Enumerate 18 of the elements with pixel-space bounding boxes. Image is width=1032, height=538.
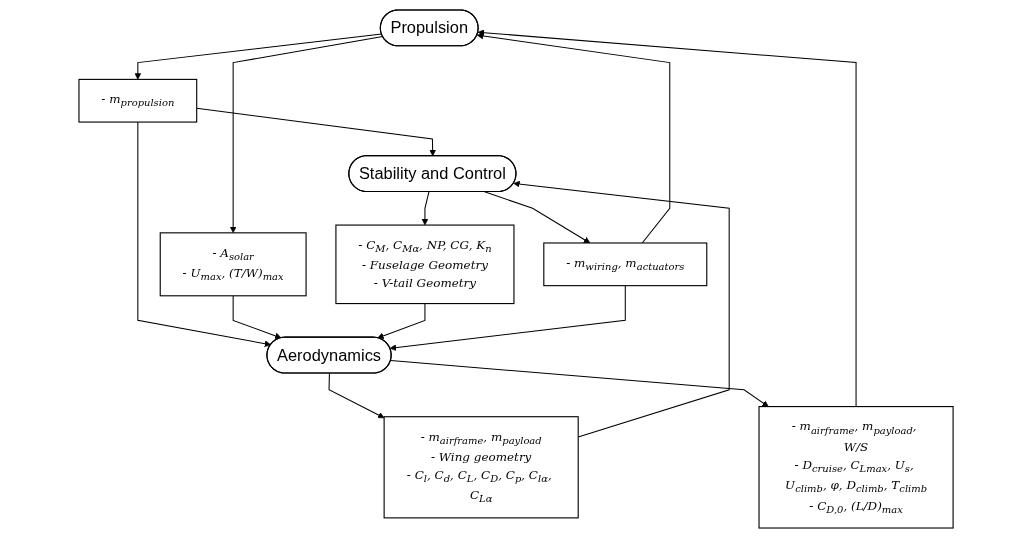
arrow xyxy=(196,107,436,157)
arrow xyxy=(377,303,426,339)
arrow xyxy=(390,360,769,407)
node-box: - A$_{solar}$ - U$_{max}$, (T/W)$_{max}$ xyxy=(159,232,307,297)
arrow xyxy=(476,32,671,244)
node-box: - m$_{wiring}$, m$_{actuators}$ xyxy=(543,242,708,287)
arrow xyxy=(477,29,857,408)
arrow xyxy=(513,180,730,438)
node-box: - m$_{airframe}$, m$_{payload}$ - Wing geometry - C$_{l}$, C$_{d}$, C$_{L}$, C$_{D}$, C$_{p}$, C$_{lα}$, C$_{Lα}$ xyxy=(383,416,579,519)
arrow xyxy=(483,191,591,244)
arrow xyxy=(328,372,385,419)
arrow xyxy=(421,191,430,226)
arrow xyxy=(137,121,272,347)
arrow xyxy=(389,285,626,351)
node-box: - m$_{airframe}$, m$_{payload}$, W/S - D$_{cruise}$, C$_{Lmax}$, U$_{s}$, U$_{climb}$, φ, D$_{climb}$, T$_{climb}$ - C$_{D,0}$, (L/D)$_{max}$ xyxy=(758,406,954,529)
arrow xyxy=(232,295,282,340)
node-box: - C$_{M}$, C$_{Mα}$, NP, CG, K$_{n}$ - Fuselage Geometry - V-tail Geometry xyxy=(335,224,515,305)
node-box: - m$_{propulsion}$ xyxy=(78,78,198,123)
